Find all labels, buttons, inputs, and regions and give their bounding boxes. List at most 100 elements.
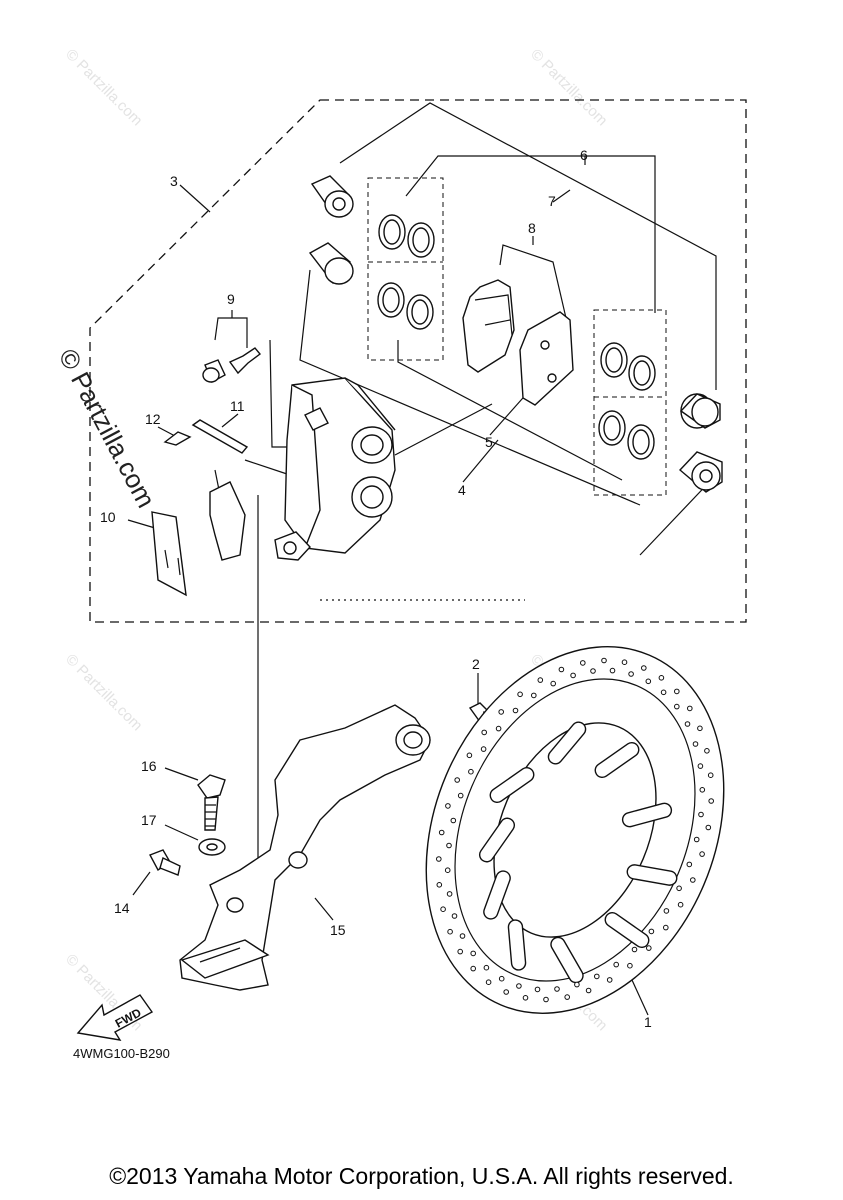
disc-hole [580, 660, 586, 666]
watermark: © Partzilla.com [527, 46, 610, 129]
disc-hole [550, 680, 557, 687]
disc-hole [498, 709, 505, 715]
disc-hole [512, 707, 519, 714]
disc-holes [436, 657, 715, 1003]
watermark: © Partzilla.com [62, 46, 145, 129]
disc-hole [601, 657, 607, 664]
disc-hole [627, 962, 633, 969]
disc-hole [641, 665, 647, 671]
disc-hole [674, 703, 680, 710]
disc-hole [516, 983, 522, 989]
disc-hole [495, 725, 502, 732]
caliper-body [274, 377, 396, 561]
disc-hole [585, 987, 592, 994]
disc-hole [470, 950, 477, 957]
disc-hole [444, 867, 451, 874]
disc-hole [457, 948, 464, 955]
disc-hole [534, 986, 541, 993]
disc-hole [609, 667, 616, 674]
piston [679, 393, 721, 429]
callout-1: 1 [644, 1014, 652, 1030]
disc-hole [686, 861, 693, 868]
disc-hole [483, 964, 490, 971]
disc-hole [485, 979, 492, 986]
callout-4: 4 [458, 482, 466, 498]
callout-9: 9 [227, 291, 235, 307]
disc-hole [454, 777, 461, 783]
disc-hole [658, 675, 665, 681]
disc-hole [537, 677, 544, 683]
disc-hole [543, 996, 549, 1003]
disc-hole [481, 729, 488, 736]
seal-group [377, 214, 656, 460]
callout-7: 7 [548, 193, 556, 209]
disc-hole [574, 981, 580, 988]
brake-pad [462, 279, 515, 373]
disc-hole [445, 803, 451, 809]
disc-hole [522, 995, 529, 1001]
disc-hole [684, 721, 691, 727]
watermark: © Partzilla.com [62, 651, 145, 734]
disc-hole [708, 798, 715, 804]
piston [308, 242, 354, 285]
pad-pin-group [163, 419, 249, 454]
disc-hole [707, 772, 714, 779]
disc-hole [704, 748, 710, 754]
disc-hole [648, 928, 655, 935]
bleed-screw-group [202, 347, 262, 383]
disc-hole [645, 678, 652, 685]
copyright-notice: ©2013 Yamaha Motor Corporation, U.S.A. A… [109, 1163, 734, 1189]
piston [678, 451, 723, 493]
disc-hole [646, 945, 652, 951]
disc-hole [676, 885, 682, 892]
seal-kit-box-left [367, 177, 444, 361]
disc-hole [699, 851, 705, 857]
disc-hole [498, 975, 505, 982]
brake-pad [519, 311, 574, 406]
caliper-bracket [179, 704, 431, 991]
disc-hole [690, 877, 696, 883]
disc-hole [613, 961, 620, 968]
disc-hole [699, 787, 706, 793]
bolt [149, 849, 181, 876]
pad-shim [151, 511, 187, 597]
disc-hole [693, 836, 700, 843]
pad-spring [209, 481, 246, 561]
disc-hole [440, 906, 446, 913]
disc-hole [692, 741, 699, 747]
callout-2: 2 [472, 656, 480, 672]
disc-hole [446, 891, 453, 897]
disc-hole [503, 989, 510, 995]
disc-hole [554, 986, 560, 992]
callout-6: 6 [580, 147, 588, 163]
disc-hole [687, 705, 693, 712]
disc-hole [457, 792, 464, 799]
brake-pad-set [462, 279, 574, 406]
piston-group [308, 175, 723, 493]
disc-hole [466, 752, 473, 759]
disc-hole [606, 977, 613, 983]
caliper-assembly-boundary [89, 99, 747, 623]
callout-16: 16 [141, 758, 157, 774]
disc-hole [436, 882, 443, 888]
disc-hole [436, 856, 442, 862]
callout-8: 8 [528, 220, 536, 236]
disc-hole [450, 817, 457, 824]
disc-hole [631, 946, 638, 953]
disc-hole [446, 842, 452, 849]
callout-12: 12 [145, 411, 161, 427]
washer [198, 838, 226, 856]
disc-hole [698, 811, 704, 818]
brake-disc [425, 646, 725, 1014]
disc-hole [697, 763, 704, 769]
disc-hole [468, 768, 474, 775]
disc-hole [663, 908, 670, 914]
disc-hole [628, 671, 634, 677]
diagram-part-code: 4WMG100-B290 [73, 1046, 170, 1061]
watermark: © Partzilla.com [53, 344, 162, 513]
disc-hole [438, 829, 445, 836]
callout-14: 14 [114, 900, 130, 916]
disc-hole [447, 928, 453, 935]
disc-hole [660, 689, 667, 696]
